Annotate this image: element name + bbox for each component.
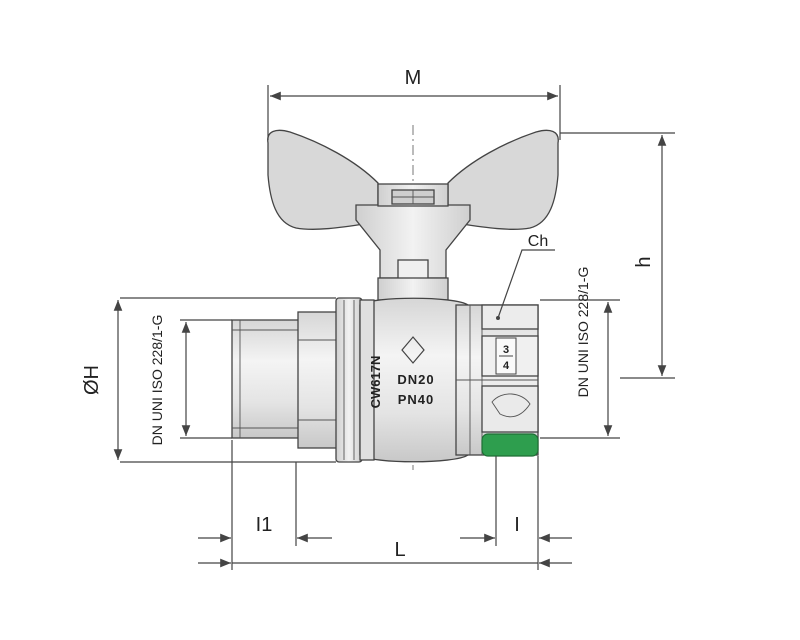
extension-lines (120, 85, 675, 570)
dn-mark: DN20 (397, 372, 434, 387)
right-thread-standard: DN UNI ISO 228/1-G (575, 267, 591, 398)
valve-body (359, 297, 469, 463)
left-hex-section (297, 311, 339, 449)
butterfly-handle (267, 129, 559, 281)
fraction-bottom: 4 (503, 360, 510, 372)
hex-label-ch: Ch (528, 233, 548, 250)
left-thread-standard: DN UNI ISO 228/1-G (149, 315, 165, 446)
dimension-label-oh: ØH (81, 365, 103, 395)
male-threaded-end (231, 319, 301, 439)
green-indicator (481, 433, 539, 457)
stem-neck (377, 277, 449, 301)
female-threaded-end (455, 304, 539, 457)
fraction-top: 3 (503, 344, 509, 356)
dimension-label-i: I (514, 514, 520, 536)
material-mark: CW617N (368, 356, 383, 409)
pn-mark: PN40 (398, 392, 435, 407)
dimension-label-m: M (405, 67, 422, 89)
dimension-label-l: L (394, 539, 405, 561)
dimension-lines (113, 91, 667, 568)
dimension-label-l1: I1 (256, 514, 273, 536)
collar-ring (335, 297, 363, 463)
diamond-mark (401, 336, 425, 364)
dimension-label-h: h (633, 256, 655, 267)
